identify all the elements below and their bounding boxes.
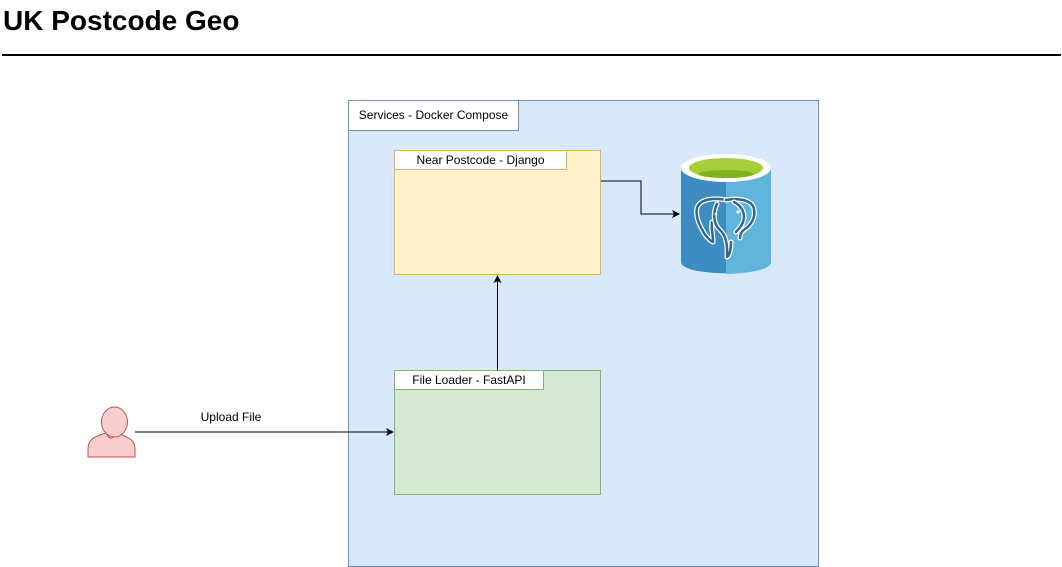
title-divider — [2, 54, 1061, 56]
user-icon — [87, 406, 136, 458]
fastapi-service-label: File Loader - FastAPI — [394, 370, 544, 390]
django-to-database-arrow — [601, 180, 680, 218]
upload-edge-label: Upload File — [200, 410, 262, 424]
postgresql-database-icon — [681, 154, 771, 274]
django-service-label: Near Postcode - Django — [394, 150, 567, 170]
services-container-label: Services - Docker Compose — [348, 100, 519, 131]
page-title: UK Postcode Geo — [3, 5, 240, 36]
fastapi-service-box — [394, 370, 601, 495]
django-service-box — [394, 150, 601, 275]
